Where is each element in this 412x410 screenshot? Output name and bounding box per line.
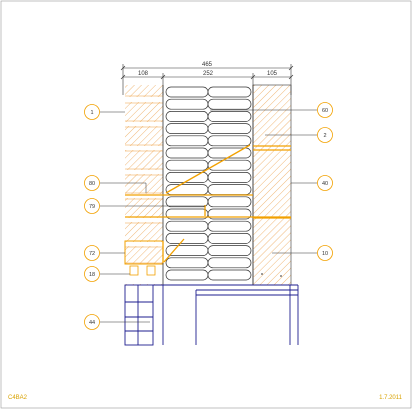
callout-60-label: 60 bbox=[322, 108, 328, 114]
callout-79-label: 79 bbox=[89, 204, 95, 210]
insulation-batt bbox=[165, 196, 209, 208]
dimension-total: 465 bbox=[202, 62, 213, 68]
dimension-right: 105 bbox=[267, 71, 278, 77]
drawing-code: C4BA2 bbox=[8, 395, 28, 401]
insulation-batt bbox=[207, 172, 252, 183]
insulation-batt bbox=[165, 98, 209, 110]
callout-40: 40 bbox=[291, 175, 333, 191]
insulation-batt bbox=[207, 233, 252, 244]
callout-80-label: 80 bbox=[89, 181, 95, 187]
insulation-batt bbox=[165, 123, 209, 134]
insulation-batt bbox=[165, 245, 209, 256]
drawing-date: 1.7.2011 bbox=[379, 395, 403, 401]
dimension-middle: 252 bbox=[203, 71, 214, 77]
insulation-batt bbox=[165, 147, 209, 159]
callout-10: 10 bbox=[272, 245, 333, 261]
insulation-batt bbox=[207, 220, 252, 232]
dimension-left: 108 bbox=[138, 71, 149, 77]
insulation-batt bbox=[207, 98, 252, 110]
left-masonry-layer bbox=[124, 85, 164, 285]
callout-79: 79 bbox=[84, 198, 205, 214]
insulation-batt bbox=[207, 257, 252, 269]
insulation-batt bbox=[165, 269, 209, 281]
insulation-batt bbox=[207, 184, 252, 195]
callout-1: 1 bbox=[84, 104, 125, 120]
insulation-batt bbox=[165, 111, 209, 122]
callout-10-label: 10 bbox=[322, 251, 328, 257]
insulation-batt bbox=[207, 111, 252, 122]
insulation-batt bbox=[165, 220, 209, 232]
insulation-batt bbox=[207, 245, 252, 256]
insulation-batt bbox=[207, 196, 252, 208]
callout-80: 80 bbox=[84, 175, 147, 193]
insulation-batts bbox=[165, 86, 252, 281]
callout-44-label: 44 bbox=[89, 320, 95, 326]
callout-1-label: 1 bbox=[90, 110, 93, 116]
callout-2-label: 2 bbox=[323, 133, 326, 139]
insulation-batt bbox=[207, 269, 252, 281]
insulation-batt bbox=[207, 135, 252, 147]
callout-18: 18 bbox=[84, 266, 130, 282]
insulation-batt bbox=[165, 135, 209, 147]
right-masonry-layer bbox=[252, 84, 292, 286]
callout-18-label: 18 bbox=[89, 272, 95, 278]
supporting-structure bbox=[124, 284, 299, 346]
insulation-batt bbox=[207, 123, 252, 134]
insulation-batt bbox=[165, 233, 209, 244]
callout-40-label: 40 bbox=[322, 181, 328, 187]
vapour-barrier-lines bbox=[125, 144, 291, 263]
insulation-batt bbox=[165, 257, 209, 269]
insulation-batt bbox=[207, 86, 252, 98]
callout-2: 2 bbox=[265, 127, 333, 143]
callout-44: 44 bbox=[84, 314, 150, 330]
callout-72: 72 bbox=[84, 245, 125, 261]
insulation-batt bbox=[165, 159, 209, 171]
callout-60: 60 bbox=[210, 102, 333, 118]
callout-72-label: 72 bbox=[89, 251, 95, 257]
insulation-batt bbox=[165, 86, 209, 98]
